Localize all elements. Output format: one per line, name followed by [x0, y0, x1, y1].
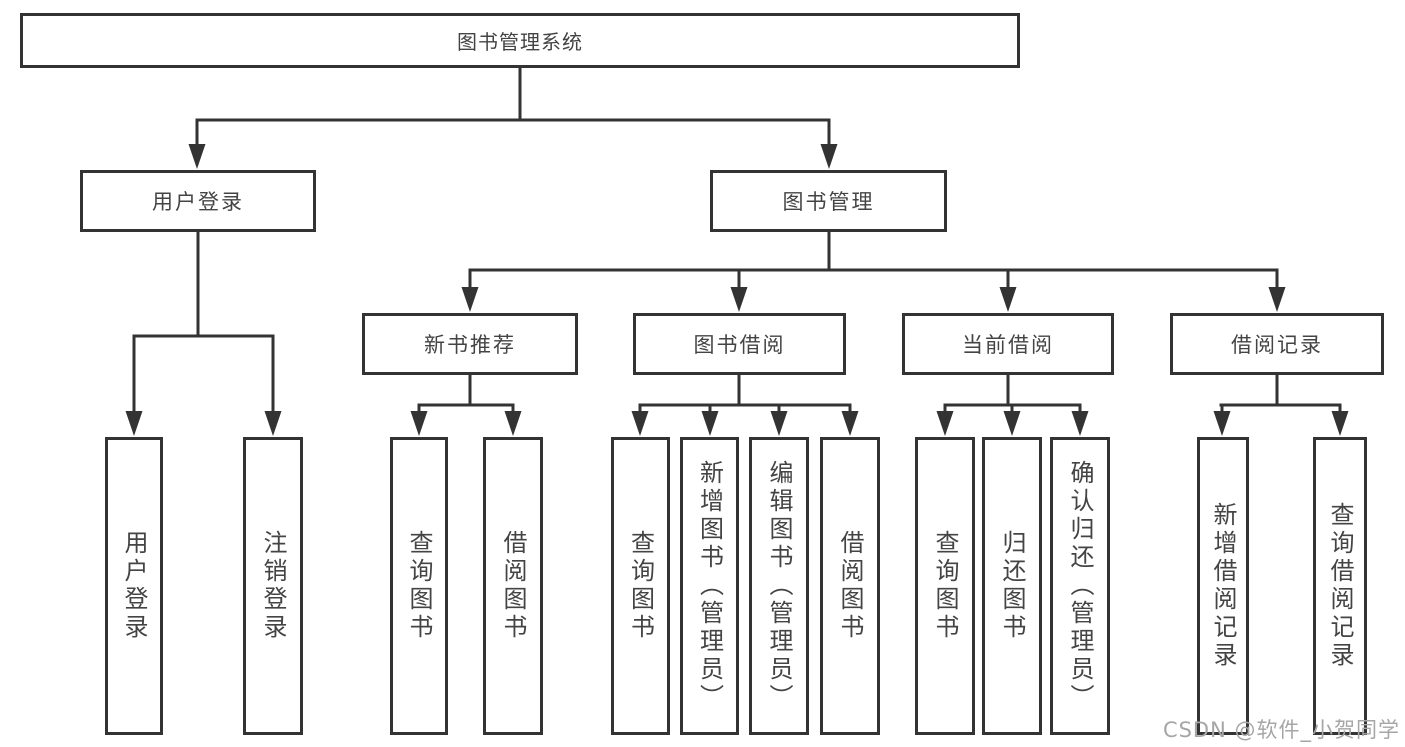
node-user-login: 用户登录: [80, 170, 316, 232]
node-new-book-recommend: 新书推荐: [362, 313, 578, 375]
node-label: 查询图书: [931, 530, 959, 642]
node-label: 用户登录: [152, 190, 244, 214]
leaf-return-books: 归还图书: [982, 437, 1042, 735]
node-label: 图书借阅: [693, 333, 786, 357]
csdn-watermark: CSDN @软件_小贺同学: [1162, 718, 1400, 742]
node-label: 用户登录: [120, 530, 148, 642]
node-label: 新书推荐: [424, 333, 516, 357]
node-label: 确认归还（管理员）: [1066, 460, 1094, 712]
node-label: 新增图书（管理员）: [695, 460, 724, 712]
node-label: 图书管理: [782, 190, 875, 214]
node-label: 借阅图书: [499, 530, 527, 642]
node-book-management: 图书管理: [710, 170, 947, 232]
leaf-user-login: 用户登录: [105, 437, 163, 735]
leaf-query-books-borrowing: 查询图书: [611, 437, 670, 735]
leaf-query-books-current: 查询图书: [915, 437, 975, 735]
node-label: 查询图书: [626, 530, 655, 642]
node-label: 注销登录: [259, 530, 287, 642]
leaf-query-borrow-record: 查询借阅记录: [1313, 437, 1367, 735]
leaf-confirm-return-admin: 确认归还（管理员）: [1050, 437, 1110, 735]
node-borrowing-records: 借阅记录: [1170, 313, 1384, 375]
node-label: 新增借阅记录: [1209, 502, 1237, 670]
node-current-borrowing: 当前借阅: [902, 313, 1114, 375]
leaf-add-borrow-record: 新增借阅记录: [1197, 437, 1249, 735]
leaf-logout: 注销登录: [243, 437, 303, 735]
leaf-query-books-recommend: 查询图书: [390, 437, 448, 735]
node-label: 当前借阅: [962, 333, 1054, 357]
node-label: 借阅图书: [836, 530, 864, 642]
node-label: 查询图书: [405, 530, 433, 642]
node-library-management-system: 图书管理系统: [20, 13, 1020, 68]
leaf-add-books-admin: 新增图书（管理员）: [680, 437, 739, 735]
leaf-borrow-books: 借阅图书: [820, 437, 880, 735]
node-label: 图书管理系统: [457, 30, 583, 54]
leaf-borrow-books-recommend: 借阅图书: [483, 437, 543, 735]
node-label: 借阅记录: [1231, 333, 1323, 357]
node-book-borrowing: 图书借阅: [633, 313, 846, 375]
leaf-edit-books-admin: 编辑图书（管理员）: [749, 437, 809, 735]
node-label: 查询借阅记录: [1326, 502, 1354, 670]
node-label: 编辑图书（管理员）: [765, 460, 793, 712]
node-label: 归还图书: [998, 530, 1026, 642]
